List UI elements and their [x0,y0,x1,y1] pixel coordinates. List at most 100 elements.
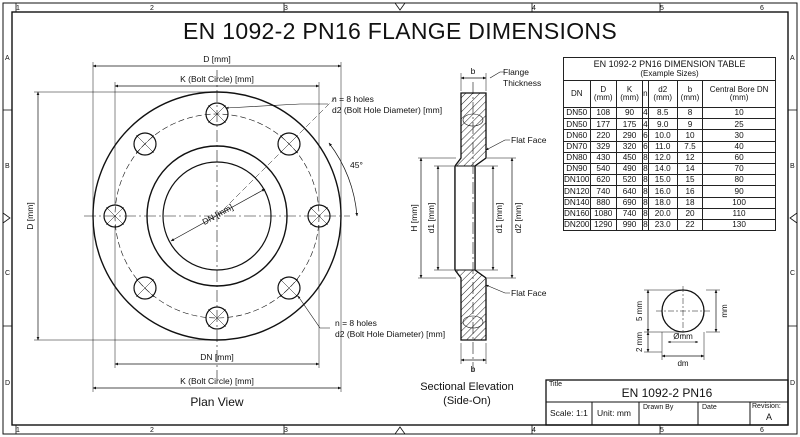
table-cell: 4 [642,118,649,131]
table-cell: 20 [676,207,704,220]
plan-dim-k-bottom: K (Bolt Circle) [mm] [180,376,254,386]
zone-bottom-2: 2 [150,427,154,434]
table-cell: 1290 [589,218,617,232]
table-caption: EN 1092-2 PN16 DIMENSION TABLE (Example … [563,57,776,81]
table-cell: 8.5 [647,106,678,120]
section-d1-right: d1 [mm] [494,203,504,234]
table-cell: DN70 [563,140,591,153]
flat-face-top: Flat Face [511,135,547,145]
table-cell: 290 [615,129,644,142]
table-cell: 16 [676,185,704,198]
table-cell: 100 [702,196,776,209]
table-cell: 1080 [589,207,617,220]
table-cell: 18.0 [647,196,678,209]
zone-top-5: 5 [660,5,664,12]
table-cell: 6 [642,140,649,153]
zone-bottom-4: 4 [532,427,536,434]
zone-left-b: B [5,163,10,170]
detail-hole [644,286,720,360]
table-cell: DN100 [563,174,591,187]
zone-top-6: 6 [760,5,764,12]
detail-dim-2mm: 2 mm [635,332,644,352]
table-cell: 430 [589,151,617,164]
section-b-top: b [471,66,476,76]
plan-dim-k-top: K (Bolt Circle) [mm] [180,74,254,84]
plan-dim-dn-bottom: DN [mm] [200,352,234,362]
table-cell: 7.5 [676,140,704,153]
table-cell: 10.0 [647,129,678,142]
zone-bottom-3: 3 [284,427,288,434]
detail-dim-5mm: 5 mm [635,301,644,321]
table-cell: 8 [642,151,649,164]
section-view [418,71,516,372]
bore-circle [162,161,272,271]
table-cell: 11.0 [647,140,678,153]
table-subcaption: (Example Sizes) [640,69,699,78]
table-cell: DN200 [563,218,591,232]
hub-circle [146,145,288,287]
table-header-cell: K (mm) [615,80,644,108]
section-d1-left: d1 [mm] [426,203,436,234]
title-block-title-value: EN 1092-2 PN16 [621,386,713,400]
table-header-cell: b (mm) [676,80,704,108]
table-cell: 220 [589,129,617,142]
table-cell: 108 [589,106,617,120]
table-cell: DN50 [563,106,591,120]
title-block-drawn-by: Drawn By [643,404,674,411]
zone-top-4: 4 [532,5,536,12]
table-cell: 8 [676,106,704,120]
table-cell: 177 [589,118,617,131]
plan-angle-label: 45° [350,160,363,170]
table-cell: 10 [676,129,704,142]
table-cell: 9.0 [647,118,678,131]
plan-view-caption: Plan View [190,395,243,409]
table-cell: 8 [642,207,649,220]
zone-top-3: 3 [284,5,288,12]
table-cell: 329 [589,140,617,153]
title-block-revision-label: Revision: [752,403,781,410]
table-cell: 690 [615,196,644,209]
table-cell: DN140 [563,196,591,209]
table-cell: 130 [702,218,776,232]
section-b-bottom: b [471,364,476,374]
title-block-frame [545,379,789,426]
table-cell: 175 [615,118,644,131]
title-block-revision-value: A [765,412,772,422]
detail-dia-label: Ømm [673,332,693,341]
table-cell: 740 [589,185,617,198]
table-cell: 25 [702,118,776,131]
table-cell: 16.0 [647,185,678,198]
detail-dm-label: dm [677,359,688,368]
zone-right-c: C [790,270,795,277]
table-cell: DN50 [563,118,591,131]
plan-dim-dn-inner: DN [mm] [200,202,234,227]
section-d2-right: d2 [mm] [513,203,523,234]
zone-right-b: B [790,163,795,170]
plan-holes-note-bottom-1: n = 8 holes [335,318,377,328]
plan-view [34,62,359,392]
flange-thickness-line-1: Flange [503,67,529,77]
section-caption-2: (Side-On) [443,395,491,407]
table-cell: 14 [676,162,704,176]
table-cell: 8 [642,162,649,176]
table-cell: 20.0 [647,207,678,220]
zone-right-d: D [790,380,795,387]
table-cell: 6 [642,129,649,142]
detail-dim-mm: mm [720,304,729,318]
drawing-title: EN 1092-2 PN16 FLANGE DIMENSIONS [183,18,617,44]
dimension-table: EN 1092-2 PN16 DIMENSION TABLE (Example … [563,57,776,232]
title-block-date: Date [702,404,717,411]
table-cell: 4 [642,106,649,120]
plan-dim-d-left: D [mm] [25,202,35,229]
table-cell: 80 [702,174,776,187]
table-cell: 22 [676,218,704,232]
